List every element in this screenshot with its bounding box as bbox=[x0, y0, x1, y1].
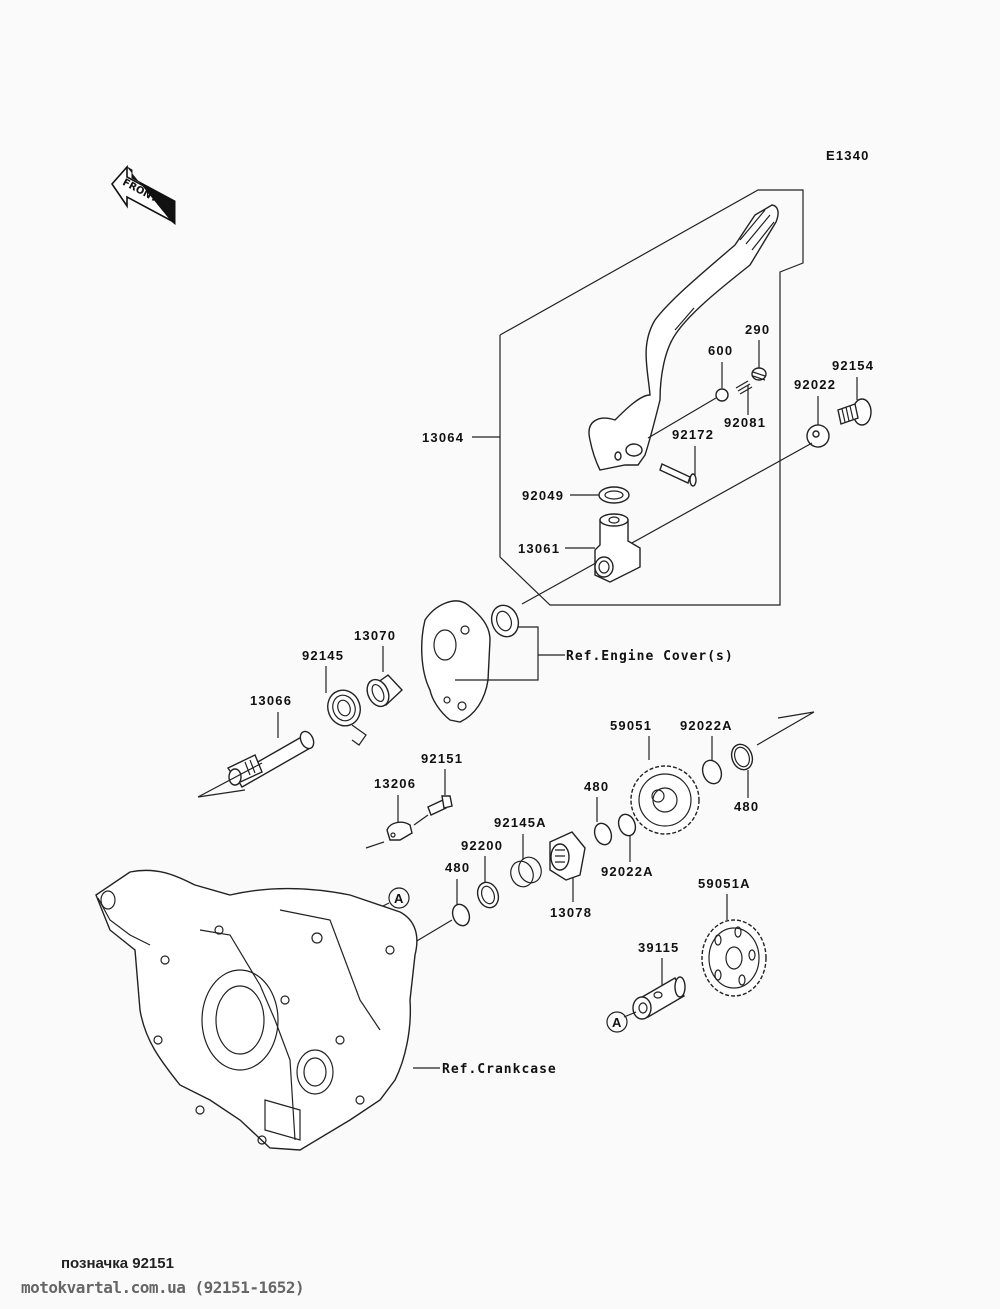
footer-source: motokvartal.com.ua (92151-1652) bbox=[21, 1278, 305, 1297]
part-480-circlip bbox=[730, 743, 754, 771]
part-label: 92200 bbox=[461, 838, 503, 853]
part-92022a-washer bbox=[701, 759, 723, 785]
part-label: 600 bbox=[708, 343, 733, 358]
part-label: 13078 bbox=[550, 905, 592, 920]
part-label: 480 bbox=[584, 779, 609, 794]
part-label: 13064 bbox=[422, 430, 464, 445]
part-92151-bolt bbox=[427, 795, 453, 816]
part-label: 59051 bbox=[610, 718, 652, 733]
part-label: 92022A bbox=[680, 718, 733, 733]
part-label: 480 bbox=[445, 860, 470, 875]
part-label: 92022 bbox=[794, 377, 836, 392]
part-290-plug bbox=[751, 367, 767, 381]
part-label: 92172 bbox=[672, 427, 714, 442]
part-label: 92145A bbox=[494, 815, 547, 830]
part-label: 13070 bbox=[354, 628, 396, 643]
part-label: 92151 bbox=[421, 751, 463, 766]
part-label: 92145 bbox=[302, 648, 344, 663]
part-92081-spring bbox=[735, 380, 753, 395]
part-92145-spring bbox=[327, 689, 367, 746]
part-92154-bolt bbox=[837, 398, 872, 426]
part-label: 59051A bbox=[698, 876, 751, 891]
marker-a-2 bbox=[606, 1011, 628, 1033]
part-label: 92022A bbox=[601, 864, 654, 879]
part-92022a-washer-lower bbox=[617, 813, 637, 837]
front-arrow-icon: FRONT bbox=[110, 164, 176, 226]
part-13070-bushing bbox=[366, 674, 403, 708]
part-59051-gear bbox=[630, 765, 700, 835]
part-label: 480 bbox=[734, 799, 759, 814]
marker-a-label-2: A bbox=[612, 1015, 623, 1030]
kick-lever-group-box bbox=[499, 189, 804, 606]
diagram-code: E1340 bbox=[826, 148, 870, 163]
part-label: 39115 bbox=[638, 940, 679, 955]
part-label: 92049 bbox=[522, 488, 564, 503]
engine-cover-part bbox=[421, 600, 491, 723]
part-39115-pin bbox=[632, 976, 686, 1020]
part-480-circlip-left bbox=[451, 903, 471, 927]
part-92200-washer bbox=[476, 881, 500, 909]
part-92172-bolt bbox=[659, 463, 697, 487]
part-13078-kick-gear bbox=[549, 831, 586, 881]
part-92145a-spring bbox=[510, 856, 542, 888]
part-label: 13061 bbox=[518, 541, 560, 556]
footer-caption: позначка 92151 bbox=[61, 1255, 174, 1272]
engine-cover-seal bbox=[490, 604, 520, 638]
part-label: 92154 bbox=[832, 358, 874, 373]
part-92022-washer bbox=[806, 424, 830, 448]
part-13061-boss bbox=[594, 513, 641, 583]
part-600-ball bbox=[715, 388, 729, 402]
part-label: 290 bbox=[745, 322, 770, 337]
ref-crankcase: Ref.Crankcase bbox=[442, 1062, 557, 1077]
part-13206-guide bbox=[386, 821, 413, 841]
marker-a-label: A bbox=[394, 891, 405, 906]
marker-a bbox=[388, 887, 410, 909]
part-label: 92081 bbox=[724, 415, 766, 430]
part-13066-shaft bbox=[226, 730, 315, 788]
part-480-circlip-mid bbox=[593, 822, 613, 846]
part-59051a-gear bbox=[701, 919, 767, 997]
ref-engine-cover: Ref.Engine Cover(s) bbox=[566, 649, 734, 664]
part-92049-seal bbox=[598, 486, 630, 504]
part-13064-kick-lever bbox=[588, 204, 779, 471]
part-label: 13066 bbox=[250, 693, 292, 708]
crankcase-part bbox=[95, 869, 418, 1151]
part-label: 13206 bbox=[374, 776, 416, 791]
